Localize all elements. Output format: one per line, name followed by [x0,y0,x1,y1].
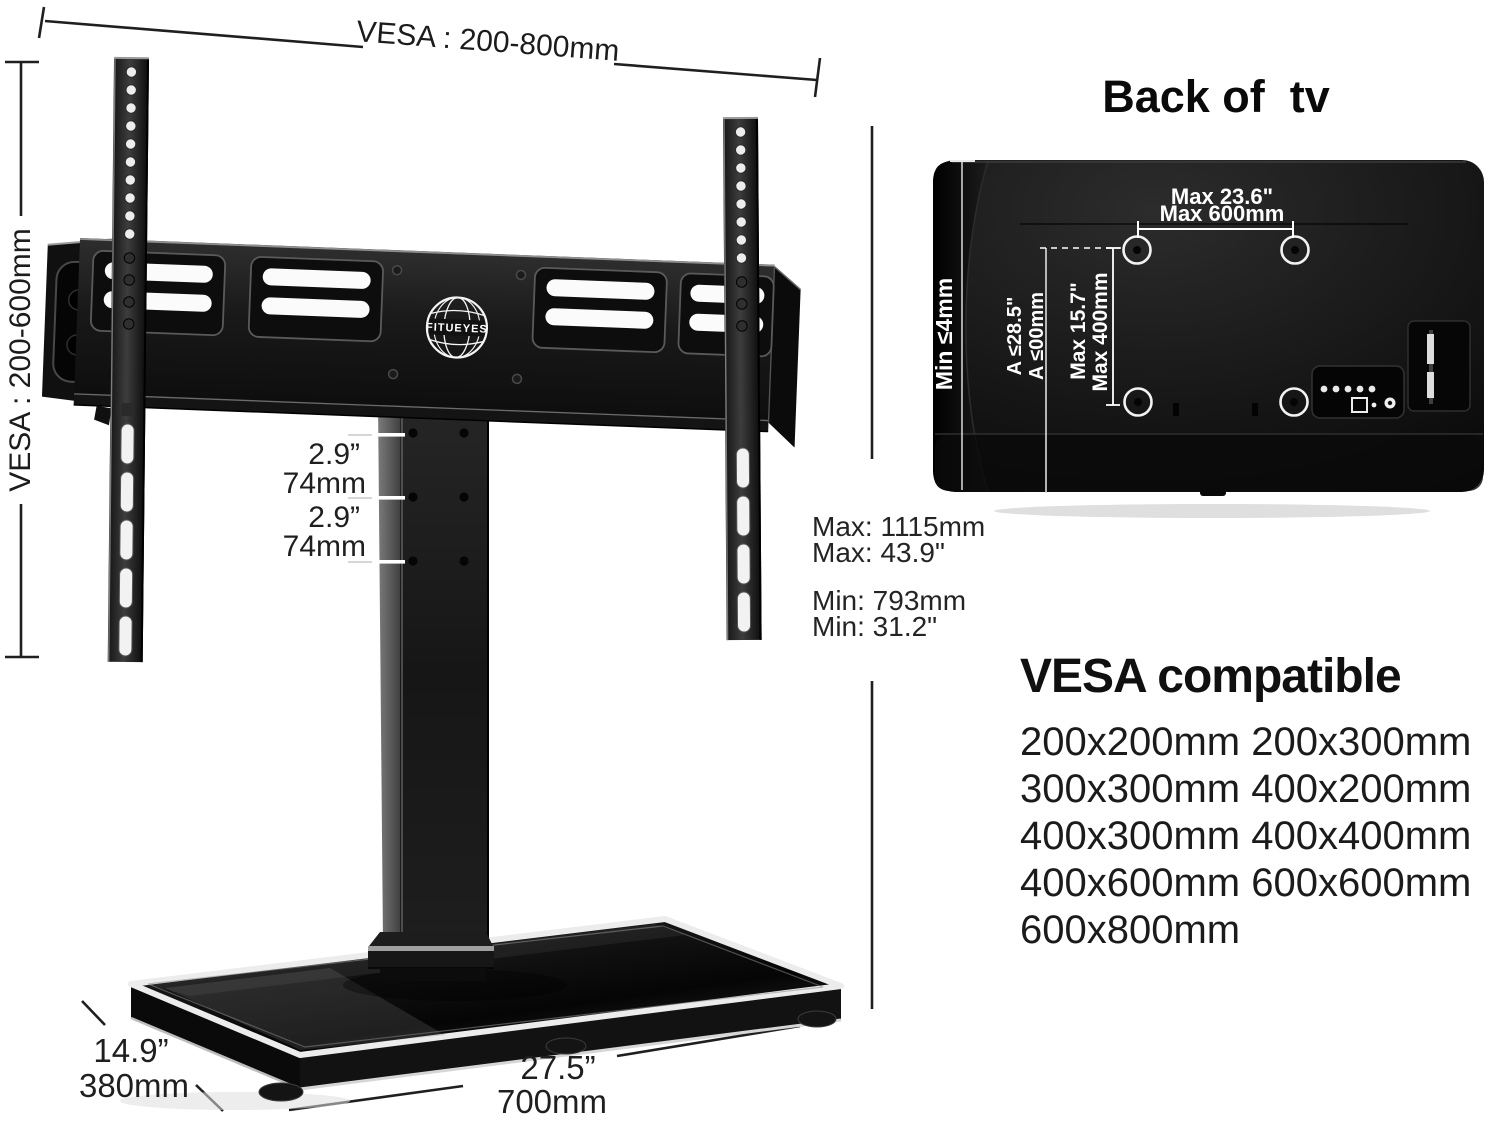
vesa-size-row-4: 400x600mm 600x600mm [1020,861,1471,905]
tv-bottom-strip [935,434,1483,491]
left-rail-square-hole [121,402,135,417]
left-rail-slots [118,423,135,657]
top-dim-right-tick [813,57,822,98]
column-mark1-mm: 74mm [283,467,366,500]
crossbar-right-cap [768,266,801,448]
tv-left-side-profile [933,161,988,491]
tv-thickness-label: Min ≤4mm [931,278,957,390]
crossbar-bottom-lip [73,393,769,432]
base-depth-inches-label: 14.9” [93,1032,168,1069]
vesa-compatible-title: VESA compatible [1020,650,1401,703]
column-collar-flare [369,932,493,946]
right-rail-holes-upper [734,126,748,264]
depth-dim-tick-upper [81,1000,106,1026]
height-min-mm-label: Min: 793mm [812,585,966,616]
base-left-side-face [131,984,300,1089]
base-width-mm-label: 700mm [497,1083,607,1120]
base-front-face [300,986,841,1089]
top-dim-line-left [44,19,364,49]
column-front-face [400,398,488,946]
stand-column [348,398,494,981]
right-rail-slots [735,447,752,633]
right-rail-body [722,117,762,641]
column-mark2-inches: 2.9” [308,501,360,534]
height-min-in-label: Min: 31.2" [812,611,937,642]
base-front-bottom-trim [299,1018,842,1091]
column-collar-silver-band [368,946,494,951]
top-dim-left-tick [37,6,46,39]
left-rail-body [107,57,150,663]
left-vesa-range-label: VESA : 200-600mm [4,228,37,491]
column-mark2-mm: 74mm [283,530,366,563]
glass-base [128,916,844,1102]
base-depth-mm-label: 380mm [79,1067,189,1104]
mount-hole-bottom-right [1279,387,1309,417]
column-base-joint [380,968,486,981]
width-dim-leader-right [616,1024,801,1058]
mount-hole-bottom-left [1123,387,1153,417]
tv-a-mm-label: A ≤00mm [1026,292,1048,380]
crossbar: FITUEYES [41,238,802,448]
base-glass-reflection [165,968,445,1050]
base-width-inches-label: 27.5” [520,1049,595,1086]
left-tilt-bracket [94,405,112,426]
tv-vesa-v-mm-label: Max 400mm [1089,272,1112,391]
tv-back-illustration [933,160,1484,518]
tv-vesa-h-inches-label: Max 23.6" [1171,184,1273,209]
tv-annotation-lines [950,160,1294,493]
top-dim-line-right [613,62,818,82]
tv-port-cluster [1311,365,1405,419]
column-side-face [378,398,402,944]
column-mark1-inches: 2.9” [308,438,360,471]
tv-a-inches-label: A ≤28.5" [1004,297,1026,376]
tv-vesa-v-inches-label: Max 15.7" [1067,282,1090,380]
left-vesa-rail [107,56,150,663]
tv-side-port-panel [1407,320,1471,412]
base-left-bottom-trim [130,1016,301,1091]
height-max-mm-label: Max: 1115mm [812,511,985,542]
crossbar-right-cap-top-edge [773,266,802,291]
left-rail-holes-over-bar [123,252,136,330]
right-vesa-rail [722,116,762,641]
fitueyes-logo: FITUEYES [424,296,490,359]
vesa-size-row-5: 600x800mm [1020,908,1240,952]
tv-screw-slots [1173,403,1258,416]
crossbar-bottom-seam [74,393,769,422]
dimension-lines [5,6,874,1112]
column-collar [368,946,494,968]
logo-panel-screws [387,264,527,385]
crossbar-top-highlight [80,238,775,267]
column-screw-holes [408,428,469,566]
base-foot-right [797,1010,837,1028]
height-max-in-label: Max: 43.9" [812,537,945,568]
mount-hole-top-right [1280,235,1310,265]
vesa-size-row-2: 300x300mm 400x200mm [1020,767,1471,811]
tv-vesa-h-mm-label: Max 600mm [1160,201,1285,226]
vesa-size-row-1: 200x200mm 200x300mm [1020,720,1471,764]
column-height-marks [348,433,405,564]
crossbar-lip-bottom-line [73,404,769,433]
vesa-size-row-3: 400x300mm 400x400mm [1020,814,1471,858]
base-foot-front-left [258,1082,304,1102]
top-vesa-range-label: VESA : 200-800mm [355,15,620,68]
right-rail-holes-over-bar [735,276,748,332]
tv-shadow [994,504,1430,518]
tv-section-title: Back of tv [1102,71,1330,122]
logo-text: FITUEYES [426,321,488,335]
base-foot-front-center [545,1037,587,1055]
tv-foot-nub [1200,489,1226,496]
tv-stand-illustration: FITUEYES [41,56,844,1110]
left-rail-holes-upper [123,66,138,240]
